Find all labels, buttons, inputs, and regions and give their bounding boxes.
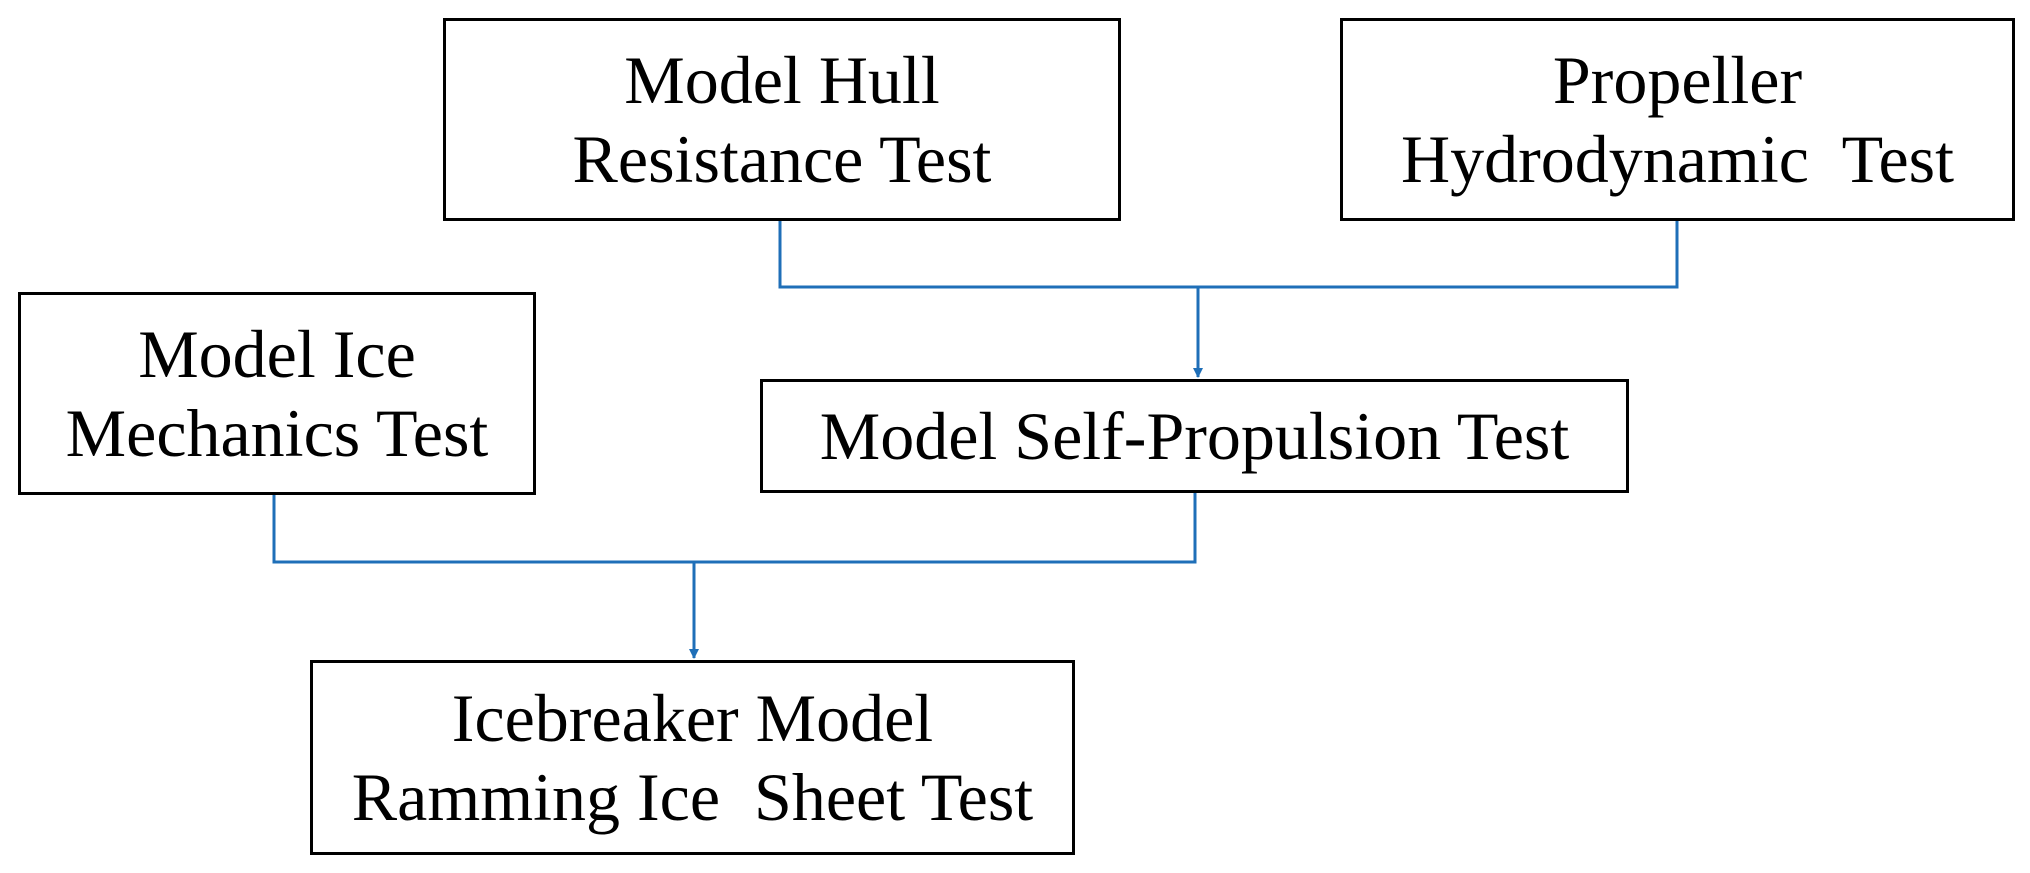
node-propeller-hydrodynamic-test: Propeller Hydrodynamic Test bbox=[1340, 18, 2015, 221]
node-label-line: Propeller bbox=[1552, 41, 1803, 118]
node-label-line: Mechanics Test bbox=[65, 394, 489, 471]
node-model-ice-mechanics-test: Model Ice Mechanics Test bbox=[18, 292, 536, 495]
node-label-line: Model Hull bbox=[624, 41, 940, 118]
connector-propeller-branch bbox=[1198, 221, 1679, 289]
node-label-line: Resistance Test bbox=[572, 120, 992, 197]
node-label-line: Icebreaker Model bbox=[451, 679, 934, 756]
node-model-hull-resistance-test: Model Hull Resistance Test bbox=[443, 18, 1121, 221]
connector-self-propulsion-branch bbox=[694, 493, 1197, 564]
connector-hull-branch bbox=[778, 221, 1198, 289]
node-model-self-propulsion-test: Model Self-Propulsion Test bbox=[760, 379, 1629, 493]
node-label-line: Model Self-Propulsion Test bbox=[819, 397, 1570, 474]
edge-to-self-propulsion bbox=[778, 221, 1679, 378]
node-label-line: Model Ice bbox=[138, 315, 416, 392]
edge-to-ramming bbox=[272, 493, 1197, 659]
node-label-line: Hydrodynamic Test bbox=[1401, 120, 1954, 197]
node-label-line: Ramming Ice Sheet Test bbox=[351, 758, 1034, 835]
node-icebreaker-ramming-ice-sheet-test: Icebreaker Model Ramming Ice Sheet Test bbox=[310, 660, 1075, 855]
connector-ice-mechanics-branch bbox=[272, 495, 694, 564]
